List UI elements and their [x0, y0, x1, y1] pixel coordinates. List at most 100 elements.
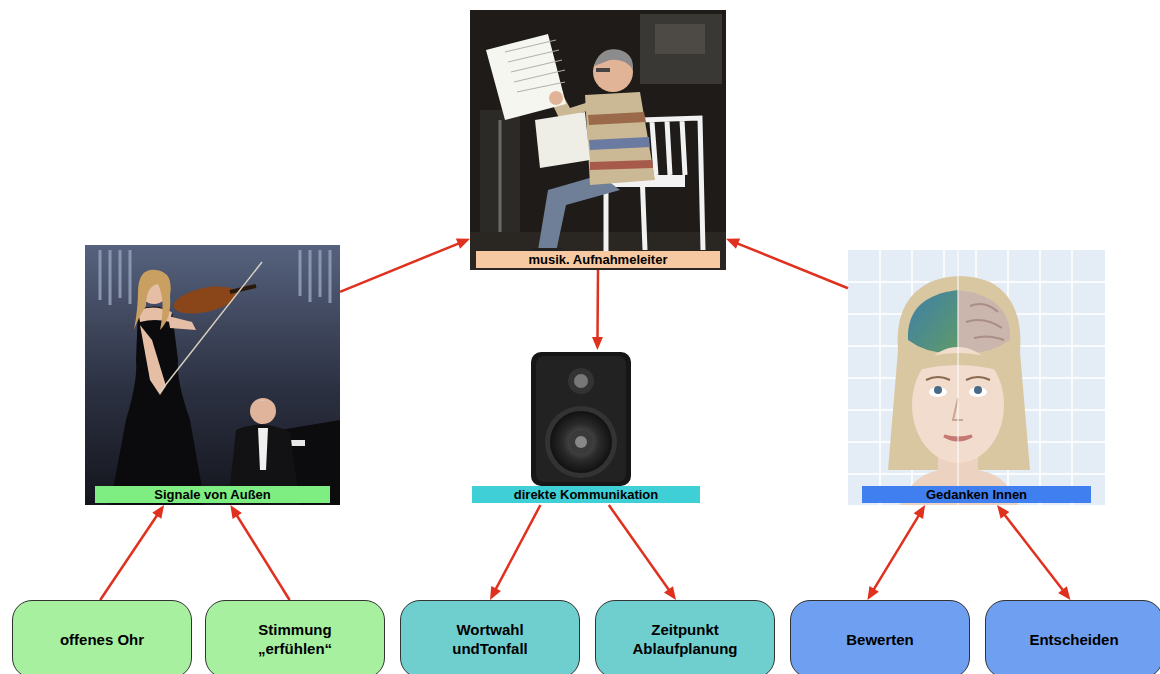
- box-text-group: Bewerten: [846, 630, 914, 649]
- connector-line: [236, 513, 290, 600]
- producer-photo-part: [538, 175, 620, 252]
- producer-photo-part: [640, 14, 722, 84]
- process-box: Wortwahl undTonfall: [400, 600, 580, 674]
- arrow-connector: [100, 505, 164, 600]
- concert-photo-part: [171, 282, 239, 319]
- thinking-head-image-part: [848, 250, 1105, 505]
- caption-strip: direkte Kommunikation: [472, 486, 700, 503]
- speaker-icon-part: [545, 406, 617, 478]
- connector-line: [1003, 513, 1064, 592]
- speaker-icon-part: [550, 411, 612, 473]
- process-box: Zeitpunkt Ablaufplanung: [595, 600, 775, 674]
- arrow-head: [867, 586, 878, 600]
- inner-thoughts-box: Gedanken Innen: [848, 250, 1105, 505]
- arrow-head: [152, 505, 164, 519]
- producer-photo-part: [549, 91, 563, 105]
- box-label: Entscheiden: [1029, 630, 1118, 649]
- producer-photo-part: [585, 92, 655, 185]
- concert-photo-part: [250, 398, 276, 424]
- connector-line: [609, 505, 670, 592]
- producer-photo-part: [535, 112, 590, 168]
- speaker-icon-part: [568, 368, 594, 394]
- thinking-head-image-part: [929, 387, 947, 397]
- communication-box: direkte Kommunikation: [472, 350, 700, 505]
- process-box: Stimmung „erfühlen“: [205, 600, 385, 674]
- arrow-head: [664, 586, 676, 600]
- arrow-connector: [997, 505, 1070, 600]
- arrow-head: [1058, 586, 1070, 600]
- thinking-head-image-part: [848, 250, 1105, 505]
- arrow-connector: [340, 239, 470, 292]
- concert-photo-part: [250, 400, 276, 406]
- producer-photo-part: [590, 160, 653, 170]
- arrow-head: [490, 586, 501, 600]
- caption-strip: Gedanken Innen: [862, 486, 1091, 503]
- box-text-group: Zeitpunkt Ablaufplanung: [623, 620, 748, 658]
- arrow-connector: [592, 270, 603, 350]
- box-text-group: Stimmung „erfühlen“: [233, 620, 358, 658]
- connector-line: [735, 243, 848, 289]
- arrow-connector: [726, 239, 848, 289]
- arrow-head: [914, 505, 925, 519]
- concert-photo: [85, 245, 340, 505]
- speaker-icon-part: [574, 374, 588, 388]
- arrow-connector: [490, 505, 540, 600]
- concert-photo-part: [134, 270, 171, 330]
- thinking-head-image-part: [958, 290, 1010, 353]
- producer-photo-part: [470, 10, 726, 270]
- thinking-head-image-part: [934, 386, 942, 394]
- producer-photo-part: [486, 34, 566, 120]
- arrow-connector: [867, 505, 925, 600]
- producer-photo-part: [589, 137, 650, 150]
- thinking-head-image-part: [974, 386, 982, 394]
- connector-line: [873, 514, 920, 592]
- arrow-connector: [609, 505, 676, 600]
- thinking-head-image-part: [969, 387, 987, 397]
- arrow-head: [997, 505, 1009, 519]
- caption-strip: musik. Aufnahmeleiter: [476, 251, 720, 268]
- concert-photo-part: [85, 245, 340, 505]
- speaker-icon: [531, 352, 631, 486]
- producer-photo-part: [588, 112, 646, 125]
- box-text-group: Entscheiden: [1029, 630, 1118, 649]
- concert-photo-part: [140, 325, 166, 395]
- outside-signals-box: Signale von Außen: [85, 245, 340, 505]
- producer-photo-part: [594, 49, 633, 70]
- concert-photo-part: [168, 316, 196, 330]
- thinking-head-image-part: [908, 290, 958, 353]
- connector-line: [596, 270, 599, 340]
- producer-photo: [470, 10, 726, 270]
- arrow-connector: [230, 505, 289, 600]
- arrow-head: [592, 337, 603, 350]
- producer-photo-part: [655, 24, 705, 54]
- producer-box: musik. Aufnahmeleiter: [470, 10, 726, 270]
- connector-line: [340, 243, 461, 292]
- speaker-icon-part: [531, 352, 631, 486]
- thinking-head-image: [848, 250, 1105, 505]
- concert-photo-part: [160, 262, 262, 392]
- speaker-icon-part: [575, 436, 587, 448]
- arrow-head: [726, 239, 740, 249]
- box-label: Wortwahl undTonfall: [433, 620, 548, 658]
- arrow-head: [456, 239, 470, 249]
- caption-strip: Signale von Außen: [95, 486, 330, 503]
- concert-photo-part: [110, 306, 205, 505]
- process-box: Bewerten: [790, 600, 970, 674]
- box-label: Zeitpunkt Ablaufplanung: [623, 620, 748, 658]
- box-label: Bewerten: [846, 630, 914, 649]
- process-box: Entscheiden: [985, 600, 1160, 674]
- producer-photo-part: [505, 40, 565, 92]
- producer-photo-part: [470, 232, 726, 270]
- connector-line: [495, 505, 541, 591]
- thinking-head-image-part: [957, 250, 959, 505]
- producer-photo-part: [596, 68, 610, 72]
- thinking-head-image-part: [966, 304, 1004, 340]
- arrow-head: [230, 505, 242, 519]
- producer-photo-part: [604, 187, 609, 260]
- connector-line: [100, 513, 158, 600]
- speaker-icon-part: [569, 430, 593, 454]
- box-text-group: offenes Ohr: [60, 630, 144, 649]
